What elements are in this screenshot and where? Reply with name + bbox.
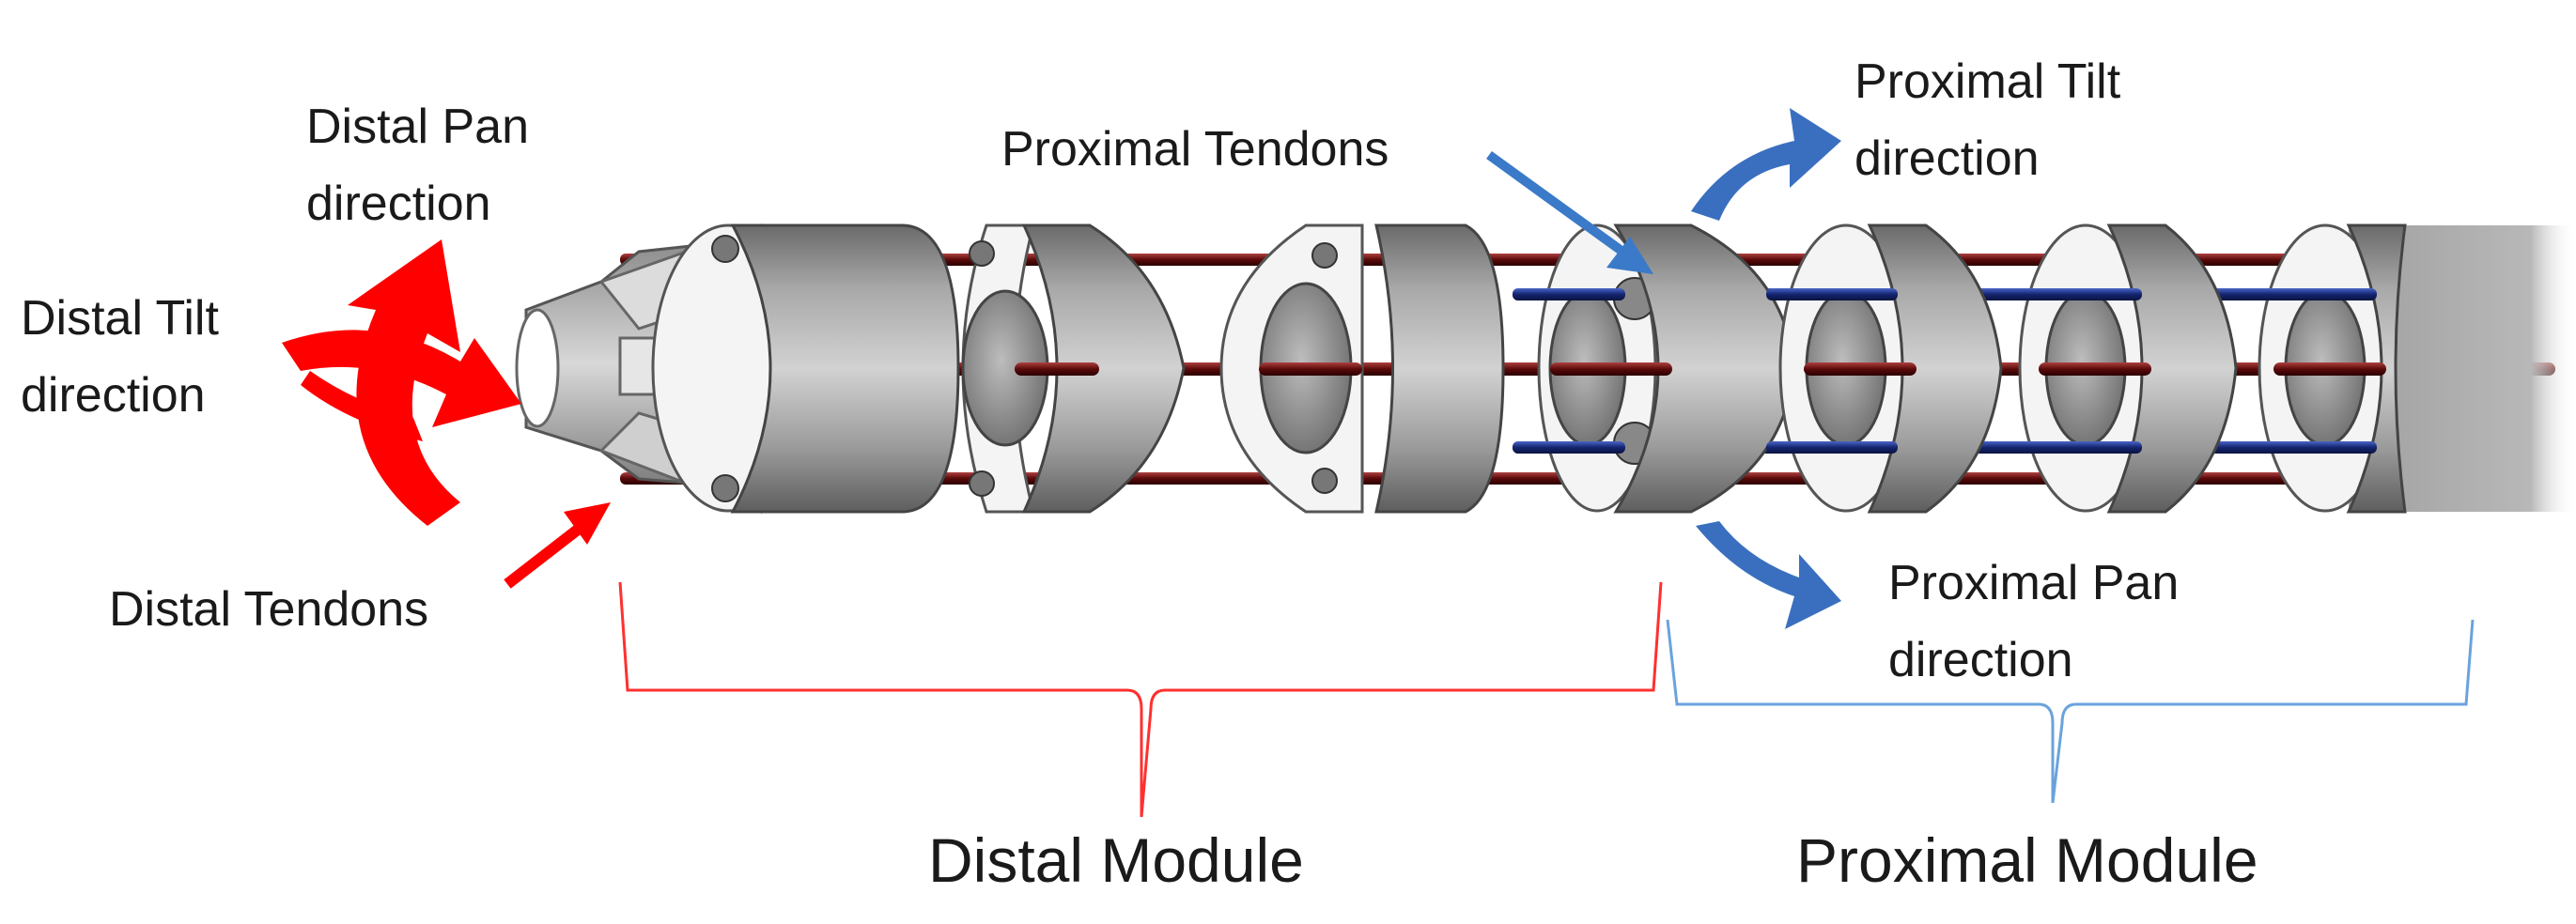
proximal-pan-label: Proximal Pan direction [1888,545,2179,699]
proximal-segment [1613,223,1796,514]
distal-pan-label: Distal Pan direction [306,88,529,242]
proximal-tendon-rod [1766,288,1898,300]
tendon-front-stubs [1015,288,2386,454]
distal-tendon-rod [1015,362,1099,376]
distal-tilt-label-line2: direction [21,368,206,423]
distal-tendons-label: Distal Tendons [109,582,429,637]
distal-module-bracket [618,581,1663,818]
disc-hole [711,474,739,502]
distal-tendons-arrow [504,502,611,589]
distal-tendon-rod [1259,362,1362,376]
proximal-tendons-arrow [1486,150,1653,274]
proximal-tilt-label-line1: Proximal Tilt [1854,54,2121,109]
proximal-pan-label-line1: Proximal Pan [1888,556,2180,610]
distal-tilt-label: Distal Tilt direction [21,280,219,434]
proximal-segment [1867,223,2003,514]
distal-tendon-rod [1550,362,1672,376]
distal-segment [1021,223,1186,514]
proximal-tendon-rod [1766,441,1898,454]
proximal-module-bracket [1666,619,2475,804]
distal-module-label: Distal Module [928,825,1304,895]
proximal-pan-arrow [1696,521,1841,629]
distal-tilt-arrow [282,330,521,441]
proximal-tendon-rod [1513,288,1625,300]
distal-tilt-label-line1: Distal Tilt [21,291,219,346]
disc-hole [1311,468,1338,494]
proximal-segment [2346,223,2407,514]
distal-tendon-rod [2273,362,2386,376]
disc-hole [969,470,995,497]
proximal-module-label: Proximal Module [1796,825,2258,895]
proximal-tendon-rod [2010,441,2142,454]
robot-body [515,223,2576,514]
proximal-pan-label-line2: direction [1888,633,2073,687]
proximal-tilt-label: Proximal Tilt direction [1854,43,2120,197]
proximal-tendon-rod [2245,288,2377,300]
proximal-tendons-label: Proximal Tendons [1001,122,1389,177]
disc-hole [1311,242,1338,269]
distal-pan-label-line2: direction [306,177,491,231]
distal-segment [730,223,960,514]
distal-pan-arrow [348,239,460,526]
distal-segment [1374,223,1505,514]
proximal-tendon-rod [2245,441,2377,454]
distal-tendon-rod [2039,362,2151,376]
tip-face [515,308,560,428]
disc-hole [711,235,739,263]
disc-hole [969,240,995,267]
proximal-tilt-label-line2: direction [1854,131,2040,186]
distal-pan-label-line1: Distal Pan [306,100,529,154]
distal-tendon-rod [1804,362,1916,376]
proximal-tendon-rod [2010,288,2142,300]
proximal-tilt-arrow [1691,108,1841,221]
proximal-tendon-rod [1513,441,1625,454]
